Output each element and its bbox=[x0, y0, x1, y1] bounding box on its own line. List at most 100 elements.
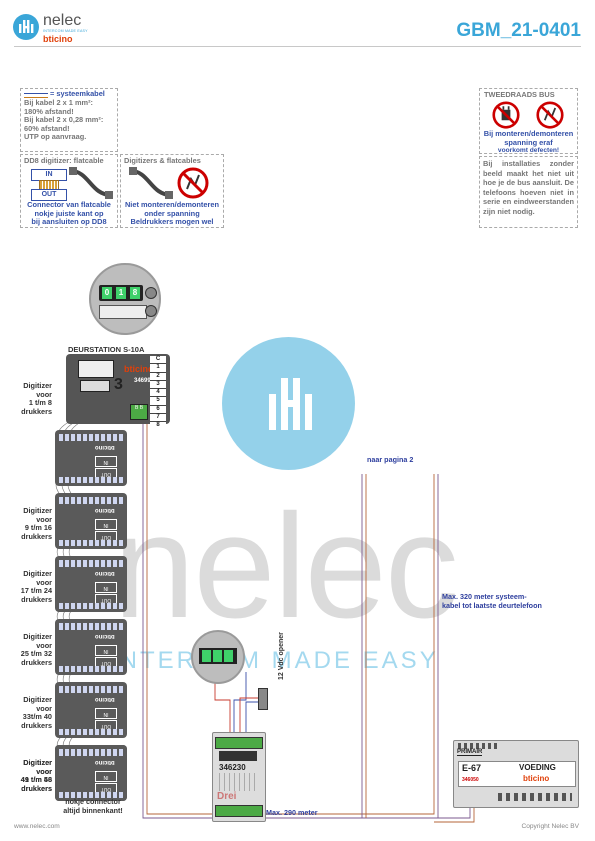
digitizer-in: IN bbox=[95, 771, 117, 782]
digitizer-label-line: drukkers bbox=[21, 406, 52, 416]
nokje-note-line: altijd binnenkant! bbox=[63, 805, 123, 815]
zoom-detail-interface bbox=[191, 630, 245, 684]
digitizer-label-line: voor bbox=[36, 766, 52, 776]
digitizer-label-line: drukkers bbox=[21, 720, 52, 730]
nokje-note: nokje connector altijd binnenkant! bbox=[52, 797, 134, 815]
digitizer-label-line: 41 t/m 48 bbox=[20, 775, 52, 785]
system-cable-line: UTP op aanvraag. bbox=[24, 132, 87, 142]
terminal-label: 8 bbox=[150, 422, 166, 430]
terminal-label: 2 bbox=[150, 372, 166, 381]
digitizer-pins bbox=[59, 560, 123, 567]
zoom-digit: 1 bbox=[116, 287, 126, 299]
psu-name: VOEDING bbox=[519, 763, 556, 772]
digitizers-caption: Niet monteren/demonteren onder spanning … bbox=[121, 200, 223, 227]
terminal-label: 3 bbox=[150, 380, 166, 390]
digitizer-brand: bticino bbox=[95, 759, 115, 765]
opener-lock bbox=[258, 688, 268, 710]
note-digitizers-flatcables: Digitizers & flatcables Niet monteren/de… bbox=[120, 154, 224, 228]
doc-code: GBM_21-0401 bbox=[456, 20, 581, 41]
digitizer-pins bbox=[59, 729, 123, 735]
dd8-caption-line: nokje juiste kant op bbox=[34, 208, 104, 218]
dd8-caption-line: Connector van flatcable bbox=[27, 200, 111, 209]
door-station-number: 3 bbox=[114, 376, 123, 393]
system-cable-line: 180% afstand! bbox=[24, 106, 74, 116]
system-cable-line: Bij kabel 2 x 0,28 mm²: bbox=[24, 115, 104, 125]
door-station: 3 bticino 346991 B B C 1 2 3 4 5 6 7 8 bbox=[66, 354, 170, 430]
nokje-note-line: nokje connector bbox=[65, 797, 121, 806]
terminal-label: 5 bbox=[150, 397, 166, 406]
digitizer-pins bbox=[59, 666, 123, 672]
digitizer-brand: bticino bbox=[95, 444, 115, 450]
system-cable-swatch bbox=[24, 93, 48, 98]
zoom-digit: 8 bbox=[130, 287, 140, 299]
digitizer-in: IN bbox=[95, 456, 117, 467]
system-cable-line: 60% afstand! bbox=[24, 123, 70, 133]
digitizer-label-line: voor bbox=[36, 389, 52, 399]
interface-terminals-bottom bbox=[215, 805, 263, 817]
digitizer-brand: bticino bbox=[95, 570, 115, 576]
digitizer-label-line: Digitizer bbox=[23, 506, 52, 515]
zoom-display: 0 1 8 bbox=[99, 285, 143, 301]
power-supply: PRIMAIR E-67 VOEDING bticino 346050 bbox=[453, 740, 579, 808]
digitizer-pins bbox=[59, 477, 123, 483]
zoom-screw-icon bbox=[145, 287, 157, 299]
door-station-code: 346991 bbox=[134, 378, 155, 384]
two-wire-caption-line: Bij monteren/demonteren bbox=[483, 129, 574, 138]
digitizers-caption-line: Niet monteren/demonteren bbox=[124, 200, 220, 209]
digitizer-brand: bticino bbox=[95, 633, 115, 639]
digitizer-brand: bticino bbox=[95, 507, 115, 513]
dd8-title: DD8 digitizer: flatcable bbox=[24, 156, 104, 165]
digitizer-label-line: Digitizer bbox=[23, 381, 52, 390]
interface-brand: Drei bbox=[217, 791, 237, 802]
brand-tagline: INTERCOM MADE EASY bbox=[43, 29, 88, 33]
two-wire-caption: Bij monteren/demonteren spanning eraf vo… bbox=[480, 129, 577, 154]
digitizer-label-line: 49 t/m 56 bbox=[20, 775, 52, 785]
interface-terminals-top bbox=[215, 737, 263, 749]
footer-website[interactable]: www.nelec.com bbox=[14, 823, 60, 830]
terminal-label: 4 bbox=[150, 389, 166, 398]
nelec-logo-icon bbox=[13, 14, 39, 40]
interface-module: 346230 Drei bbox=[212, 732, 266, 822]
zoom-detail-door-station: 0 1 8 bbox=[89, 263, 161, 335]
digitizer-pins bbox=[59, 792, 123, 798]
interface-display bbox=[219, 751, 257, 761]
digitizer-in: IN bbox=[95, 708, 117, 719]
digitizer-pins bbox=[59, 434, 123, 441]
digitizer-label-line: voor bbox=[36, 514, 52, 524]
digitizer-label-line: drukkers bbox=[21, 657, 52, 667]
flatcable-icon bbox=[129, 167, 173, 199]
digitizer-pins bbox=[59, 686, 123, 693]
no-lightning-warning-icon bbox=[536, 101, 564, 129]
terminal-label: 1 bbox=[150, 364, 166, 373]
opener-label: 12 Vdc opener bbox=[278, 632, 285, 680]
note-dd8-flatcable: DD8 digitizer: flatcable IN OUT Connecto… bbox=[20, 154, 118, 228]
digitizer-label-line: drukkers bbox=[21, 531, 52, 541]
digitizer-label-line: 9 t/m 16 bbox=[24, 523, 52, 533]
dd8-caption: Connector van flatcable nokje juiste kan… bbox=[21, 200, 117, 227]
system-cable-lines: Bij kabel 2 x 1 mm²: 180% afstand! Bij k… bbox=[24, 98, 104, 142]
digitizer-pins bbox=[59, 603, 123, 609]
digitizer-pins bbox=[59, 497, 123, 504]
door-station-label: DEURSTATION S-10A bbox=[68, 345, 145, 354]
digitizer-in: IN bbox=[95, 582, 117, 593]
interface-grid bbox=[219, 773, 257, 791]
zoom-screw-icon bbox=[145, 305, 157, 317]
digitizer-label-line: 1 t/m 8 bbox=[28, 398, 52, 408]
digitizer-label-line: drukkers bbox=[21, 594, 52, 604]
digitizer-brand: bticino bbox=[95, 696, 115, 702]
digitizers-caption-line: onder spanning bbox=[144, 208, 200, 218]
psu-model: E-67 bbox=[462, 763, 482, 773]
two-wire-title: TWEEDRAADS BUS bbox=[484, 90, 555, 99]
digitizers-caption-line: Beldrukkers mogen wel bbox=[130, 217, 214, 227]
digitizer-in: IN bbox=[95, 519, 117, 530]
note-system-cable: = systeemkabel Bij kabel 2 x 1 mm²: 180%… bbox=[20, 88, 118, 152]
brand-name: nelec bbox=[43, 12, 82, 29]
digitizer-label-line: Digitizer bbox=[23, 695, 52, 704]
max-320-label: Max. 320 meter systeem- kabel tot laatst… bbox=[442, 592, 542, 610]
note-installation: Bij installaties zonder beeld maakt het … bbox=[479, 156, 578, 228]
